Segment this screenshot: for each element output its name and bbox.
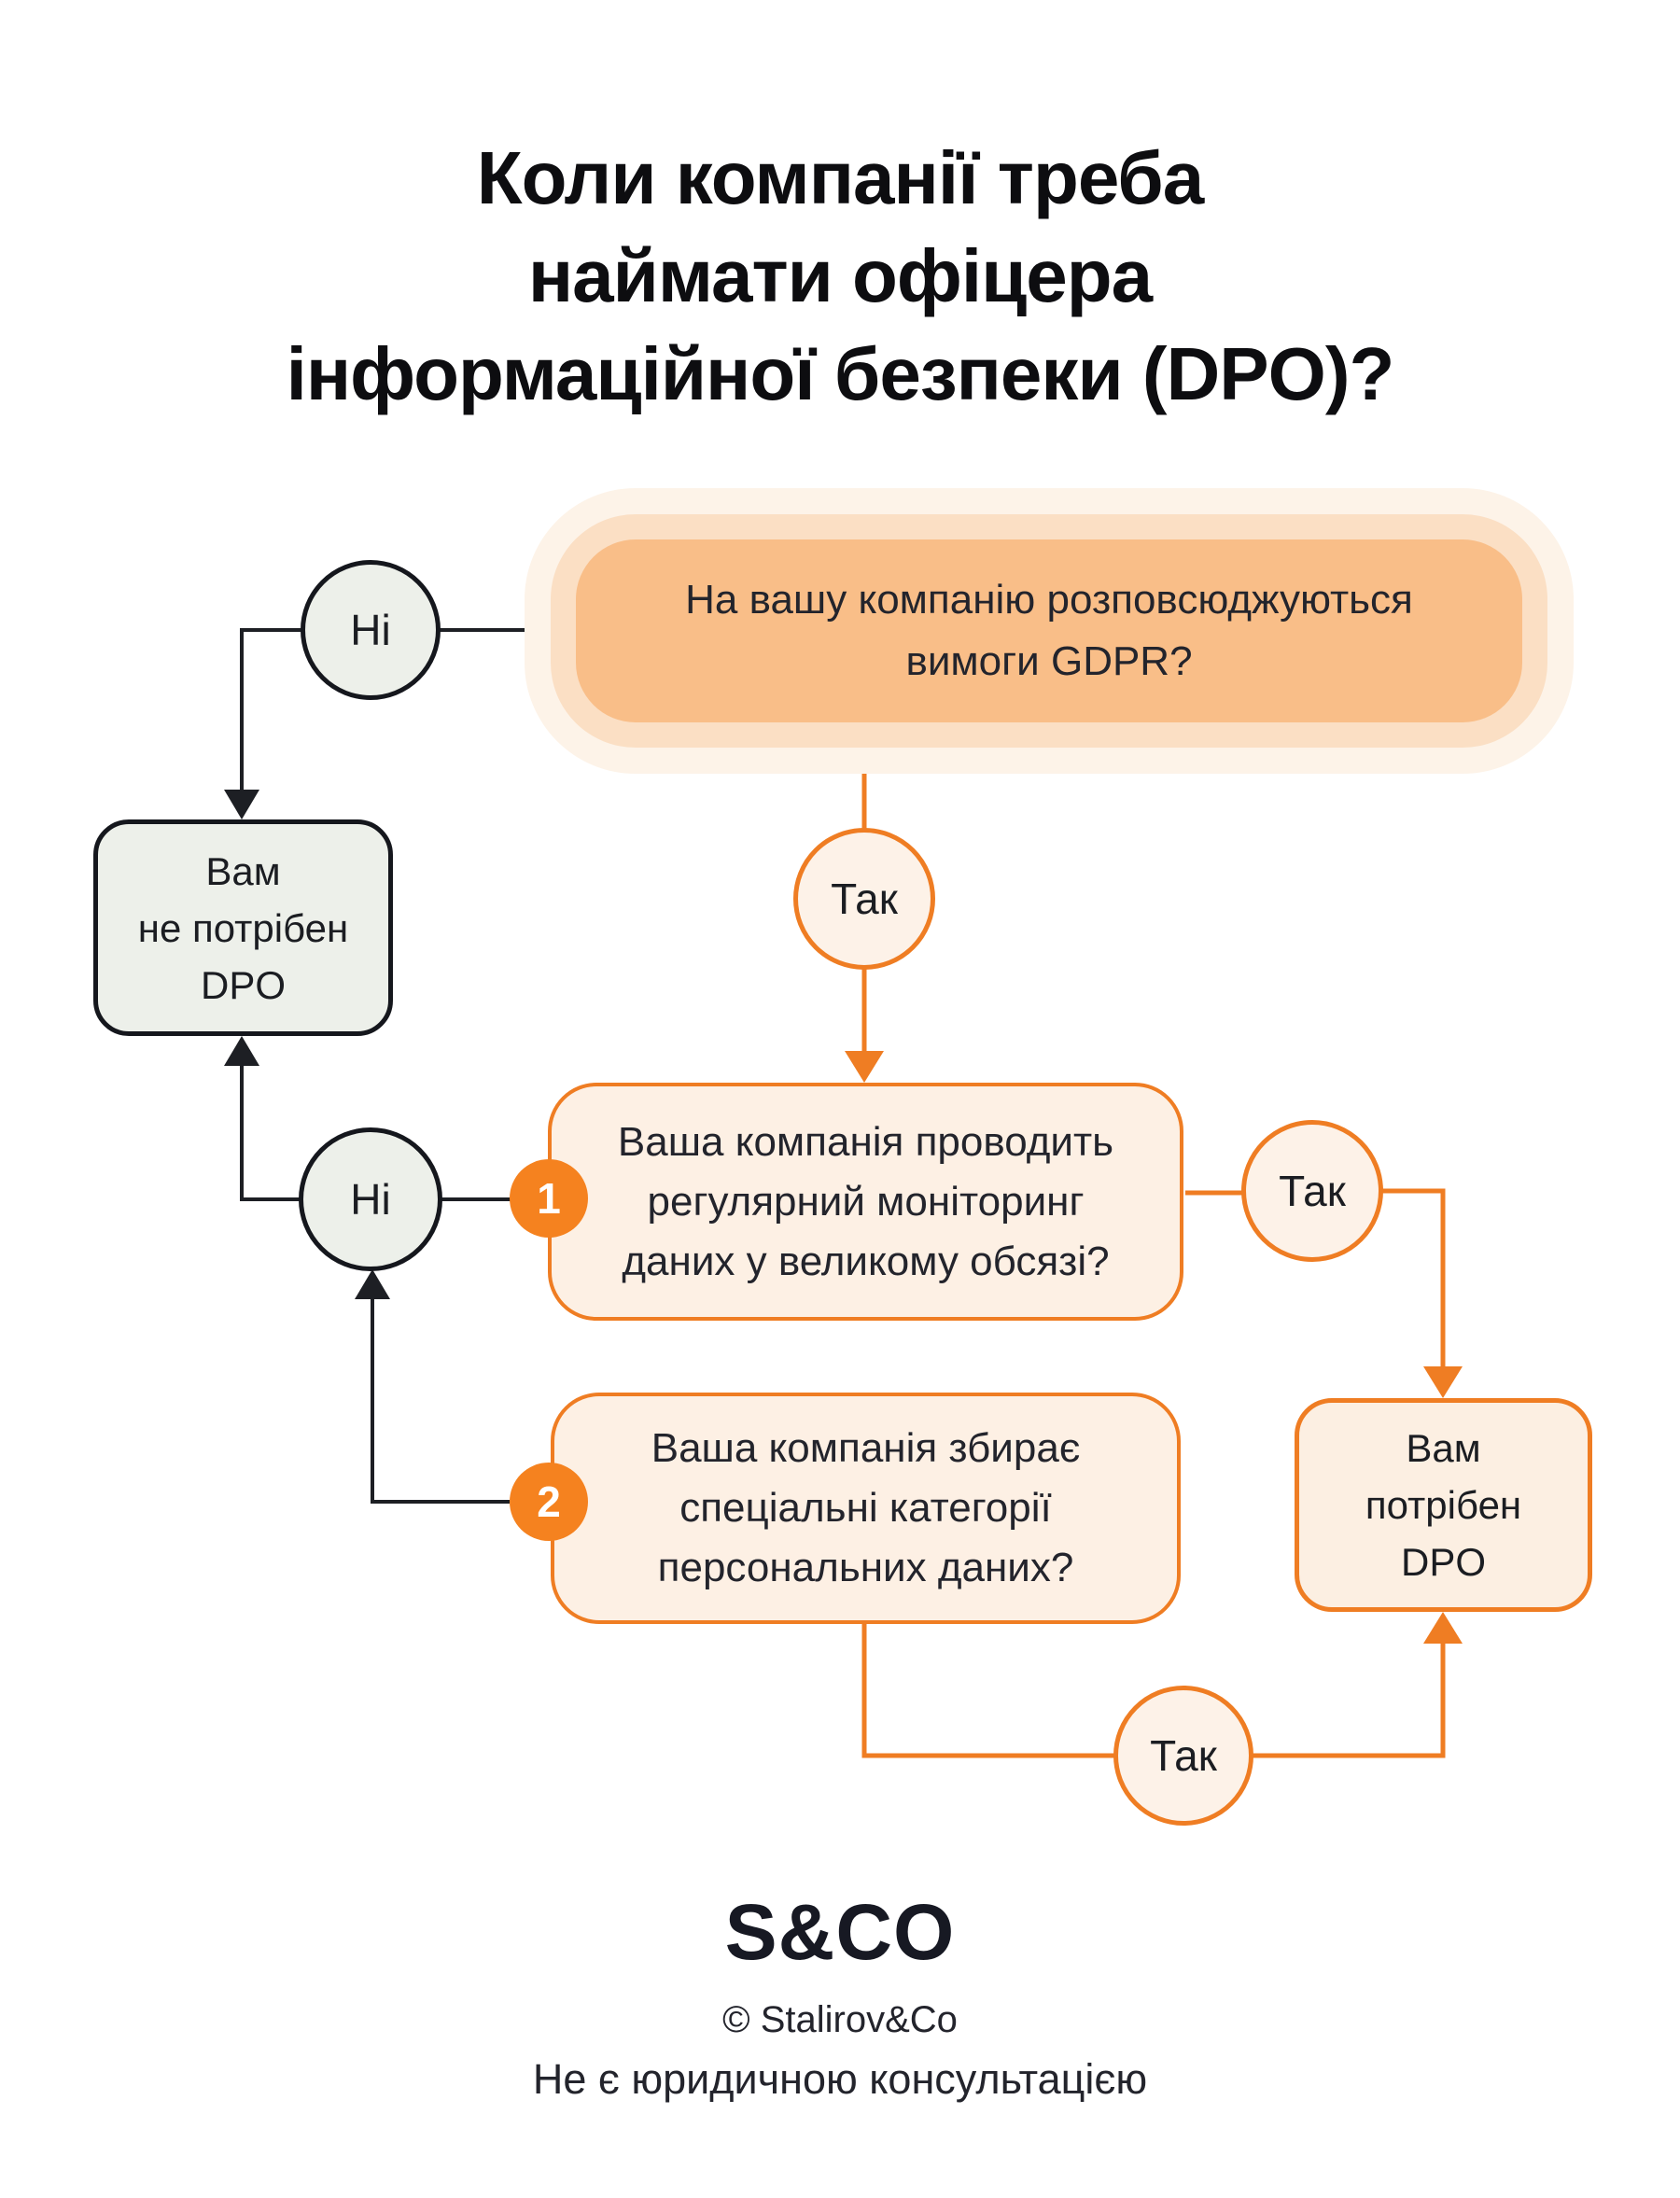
arrowhead-into-result-no-bottom bbox=[224, 1036, 259, 1066]
disclaimer-text: Не є юридичною консультацією bbox=[532, 2055, 1148, 2103]
connector-no2-to-result-no bbox=[240, 1062, 302, 1201]
arrowhead-into-result-yes-bottom bbox=[1423, 1612, 1463, 1644]
connector-q2-to-no2 bbox=[371, 1295, 510, 1504]
arrowhead-into-result-no-top bbox=[224, 790, 259, 819]
question-2-number-badge: 2 bbox=[510, 1463, 588, 1541]
gdpr-question-box: На вашу компанію розповсюджуються вимоги… bbox=[576, 539, 1522, 722]
yes-circle-gdpr: Так bbox=[793, 828, 935, 970]
question-1-number-badge: 1 bbox=[510, 1159, 588, 1238]
question-1-box: Ваша компанія проводить регулярний моніт… bbox=[548, 1083, 1183, 1321]
copyright-text: © Stalirov&Co bbox=[722, 1999, 958, 2040]
no-circle-top: Ні bbox=[301, 560, 441, 700]
stalirov-logo: S&CO bbox=[724, 1888, 956, 1976]
connector-no1-to-result-no bbox=[240, 628, 302, 793]
result-need-dpo-box: Вам потрібен DPO bbox=[1295, 1398, 1592, 1612]
arrowhead-into-result-yes-top bbox=[1423, 1366, 1463, 1398]
connector-yes3-to-result-yes bbox=[1252, 1640, 1446, 1758]
question-2-box: Ваша компанія збирає спеціальні категорі… bbox=[551, 1393, 1181, 1624]
result-no-dpo-box: Вам не потрібен DPO bbox=[93, 819, 393, 1036]
page-title: Коли компанії треба наймати офіцера інфо… bbox=[286, 136, 1395, 415]
yes-circle-q2: Так bbox=[1113, 1686, 1253, 1826]
yes-circle-q1: Так bbox=[1241, 1120, 1383, 1262]
arrowhead-into-q1 bbox=[845, 1051, 884, 1083]
arrowhead-into-no2 bbox=[355, 1269, 390, 1299]
no-circle-middle: Ні bbox=[299, 1127, 442, 1271]
connector-q2-to-yes3 bbox=[861, 1622, 1115, 1758]
connector-yes2-to-result-yes bbox=[1381, 1188, 1446, 1370]
